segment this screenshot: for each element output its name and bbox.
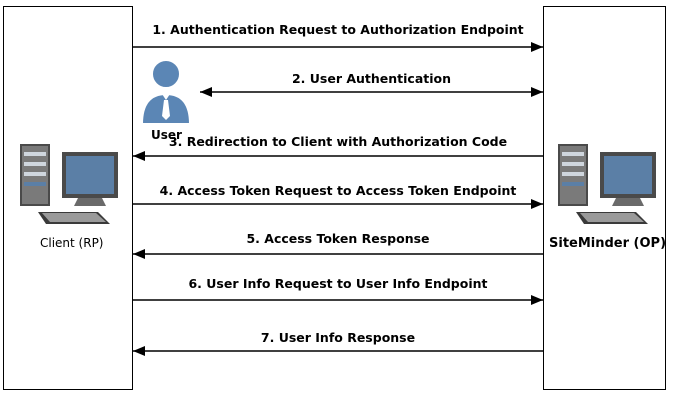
op-computer-icon [556,142,660,226]
step-1-arrow [133,42,543,52]
client-label: Client (RP) [40,236,104,250]
step-2-label: 2. User Authentication [291,71,452,86]
step-1-label: 1. Authentication Request to Authorizati… [152,22,524,37]
step-6-label: 6. User Info Request to User Info Endpoi… [188,276,488,291]
step-5-arrow [133,249,543,259]
step-4-arrow [133,199,543,209]
step-3-label: 3. Redirection to Client with Authorizat… [168,134,508,149]
step-7-label: 7. User Info Response [260,330,416,345]
client-computer-icon [18,142,122,226]
step-2-arrow [200,87,543,97]
user-label: User [151,128,182,142]
step-3-arrow [133,151,543,161]
step-6-arrow [133,295,543,305]
op-label: SiteMinder (OP) [549,236,667,251]
step-4-label: 4. Access Token Request to Access Token … [159,183,517,198]
step-7-arrow [133,346,543,356]
step-5-label: 5. Access Token Response [246,231,430,246]
user-icon [138,58,194,128]
